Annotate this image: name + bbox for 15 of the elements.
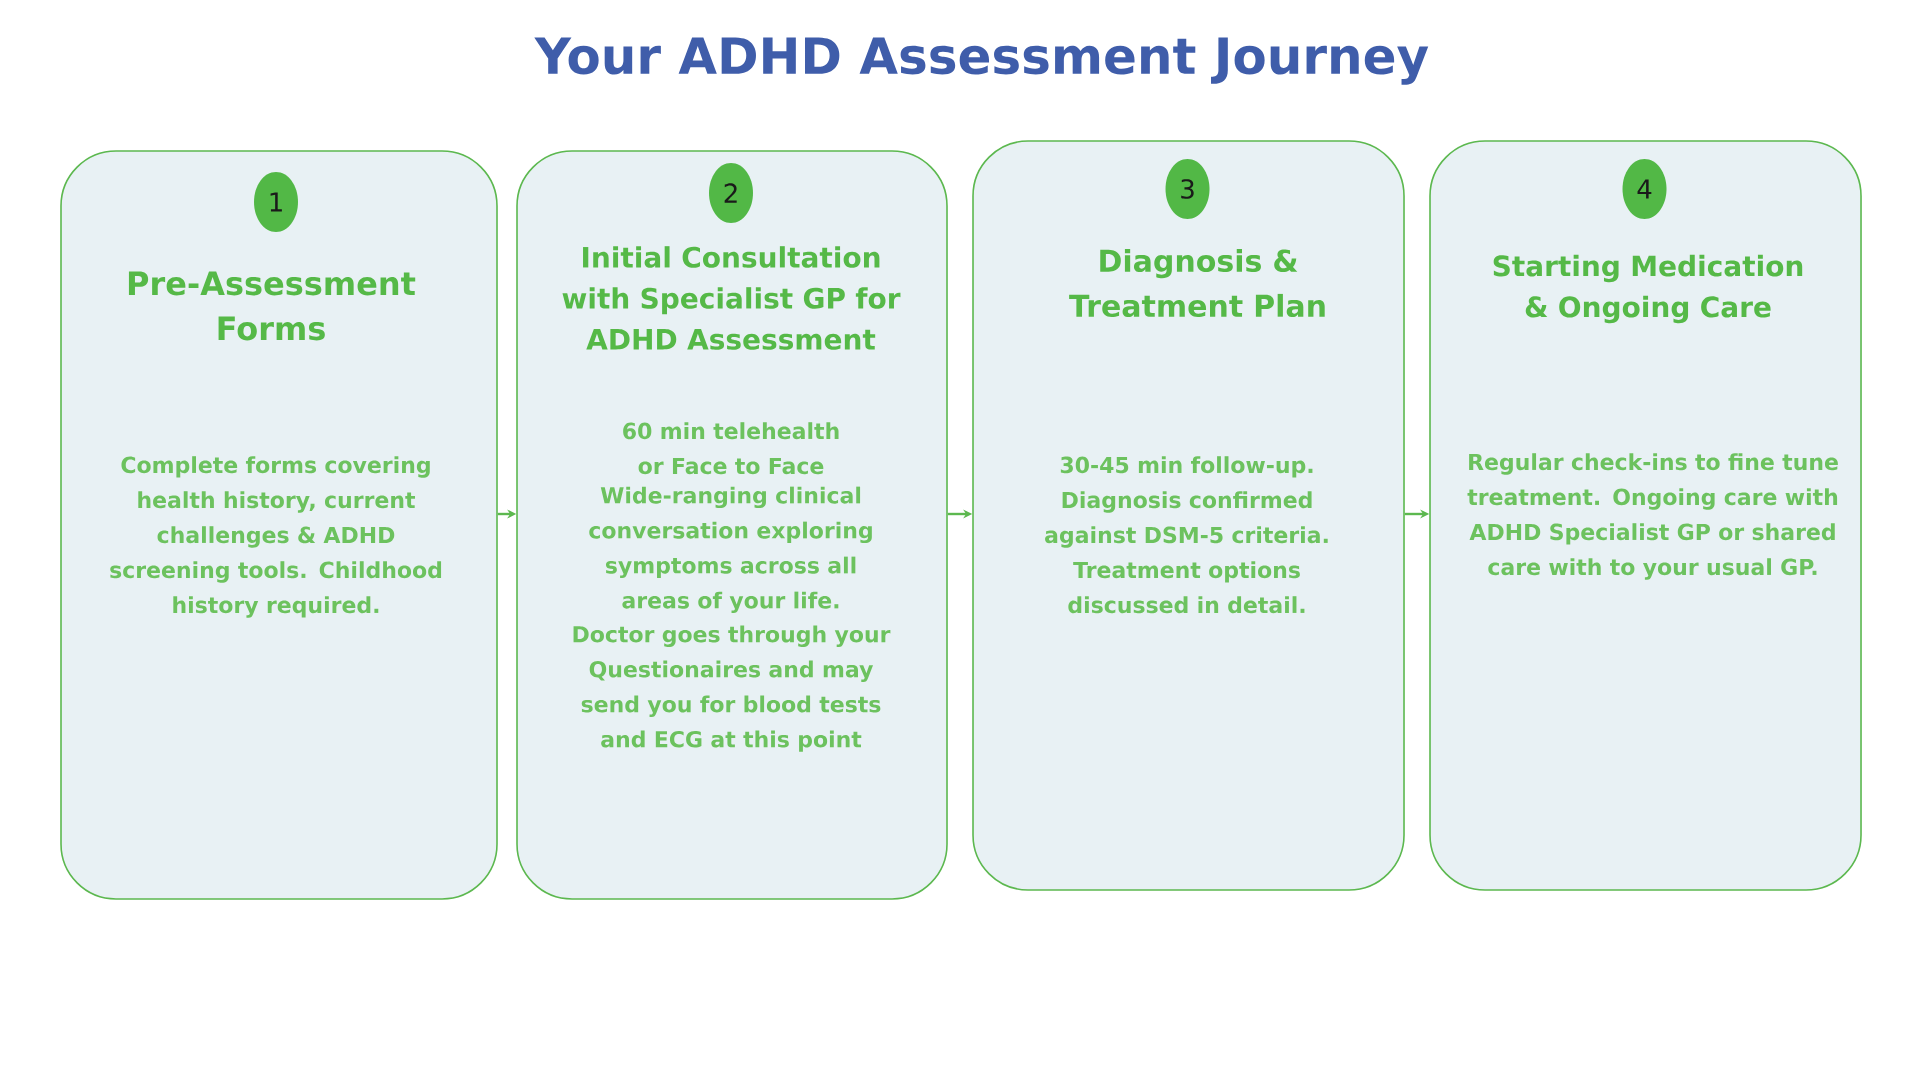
step-description: Complete forms covering health history, current challenges & ADHD screening tools. Childhood history required.: [110, 456, 442, 618]
step-title: Pre-Assessment Forms: [128, 271, 416, 341]
step-number-badge: 1: [254, 172, 298, 232]
step-title: Diagnosis & Treatment Plan: [1069, 248, 1325, 318]
step-title: Starting Medication & Ongoing Care: [1493, 254, 1803, 324]
page-title: Your ADHD Assessment Journey: [534, 37, 1429, 85]
step-description: Wide-ranging clinical conversation exploring symptoms across all areas of your life.: [589, 486, 872, 614]
step-description: Regular check-ins to fine tune treatment. Ongoing care with ADHD Specialist GP or shared care with to your usual GP.: [1467, 453, 1838, 580]
step-title: Initial Consultation with Specialist GP for ADHD Assessment: [562, 246, 901, 350]
step-description: Doctor goes through your Questionaires and may send you for blood tests and ECG at this point: [573, 625, 891, 752]
step-description: 60 min telehealth or Face to Face: [623, 422, 839, 475]
step-number-badge: 3: [1165, 159, 1210, 219]
step-number-badge: 2: [709, 163, 753, 223]
step-number-badge: 4: [1622, 159, 1667, 219]
step-description: 30-45 min follow-up. Diagnosis confirmed against DSM-5 criteria. Treatment options discussed in detail.: [1045, 456, 1328, 614]
